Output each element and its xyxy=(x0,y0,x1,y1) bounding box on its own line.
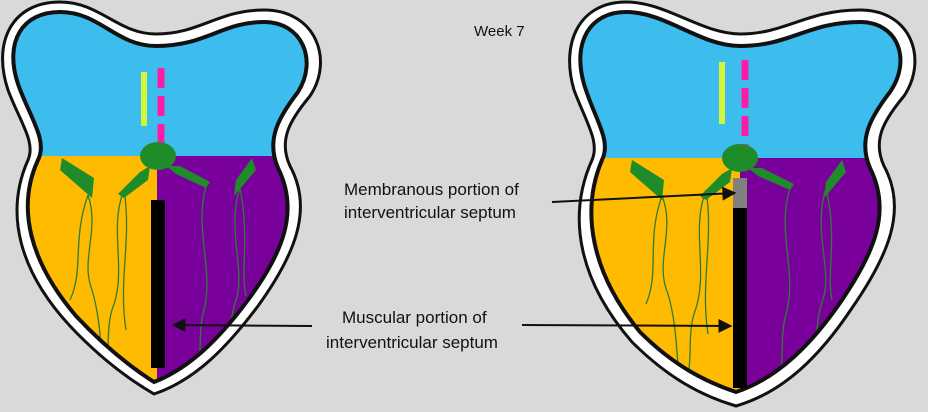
left-muscular-septum xyxy=(151,200,165,368)
right-heart-outline xyxy=(578,9,903,395)
right-membranous-septum xyxy=(733,178,747,208)
muscular-label-line2: interventricular septum xyxy=(326,333,498,352)
muscular-label-line1: Muscular portion of xyxy=(342,308,487,327)
right-av-valve-tissue xyxy=(630,144,846,200)
left-heart xyxy=(1,0,322,396)
right-left-ventricle xyxy=(740,158,901,392)
right-muscular-septum xyxy=(733,208,747,388)
left-av-valve-tissue xyxy=(60,142,256,198)
membranous-label-line1: Membranous portion of xyxy=(344,180,519,199)
muscular-annotation: Muscular portion of interventricular sep… xyxy=(171,308,733,352)
left-heart-outline xyxy=(11,9,309,385)
muscular-arrow-left xyxy=(171,318,313,333)
muscular-arrow-right xyxy=(521,318,733,333)
membranous-arrow xyxy=(551,186,737,203)
right-heart xyxy=(568,0,917,408)
right-chordae-tendineae xyxy=(645,187,833,379)
week-label: Week 7 xyxy=(474,23,525,40)
membranous-label-line2: interventricular septum xyxy=(344,203,516,222)
membranous-annotation: Membranous portion of interventricular s… xyxy=(344,180,737,222)
